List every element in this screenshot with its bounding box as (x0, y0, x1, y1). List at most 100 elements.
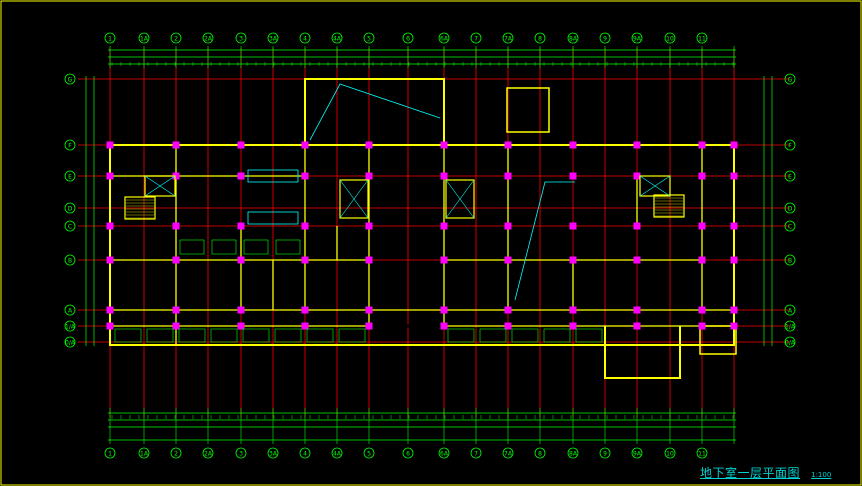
structural-column (440, 306, 448, 314)
annotation-leader-east (514, 181, 575, 301)
structural-column (106, 141, 114, 149)
structural-column (698, 256, 706, 264)
axis-bubble-right-circle (784, 73, 796, 85)
parking-bay (511, 328, 539, 343)
axis-bubble-bottom-label: 10 (666, 451, 674, 458)
structural-column (569, 141, 577, 149)
axis-bubble-right-circle (784, 220, 796, 232)
axis-bubble-top-label: 1A (140, 36, 149, 43)
structural-column (301, 222, 309, 230)
parking-bay (306, 328, 334, 343)
axis-bubble-top-circle (331, 32, 343, 44)
axis-bubble-right-circle (784, 202, 796, 214)
axis-bubble-right-circle (784, 336, 796, 348)
axis-bubble-right-label: F (788, 143, 792, 150)
parking-bay (210, 328, 238, 343)
axis-bubble-top-circle (170, 32, 182, 44)
structural-column (569, 172, 577, 180)
structural-column (106, 306, 114, 314)
axis-bubble-left-label: 0/A (65, 340, 76, 347)
axis-bubble-bottom-circle (402, 447, 414, 459)
shaft-wall (506, 87, 550, 133)
structural-column (730, 222, 738, 230)
structural-column (504, 141, 512, 149)
structural-column (730, 141, 738, 149)
axis-bubble-top-label: 8A (569, 36, 578, 43)
axis-bubble-bottom-circle (696, 447, 708, 459)
structural-column (440, 322, 448, 330)
axis-bubble-left-circle (64, 220, 76, 232)
axis-bubble-top-label: 7 (474, 36, 478, 43)
structural-column (365, 141, 373, 149)
structural-column (172, 306, 180, 314)
axis-bubble-bottom-circle (235, 447, 247, 459)
axis-bubble-right-label: G (788, 77, 793, 84)
axis-bubble-right-circle (784, 139, 796, 151)
title-block: 地下室一层平面图 1:100 (700, 462, 831, 481)
axis-bubble-right-label: E (788, 174, 792, 181)
parking-bay (575, 328, 603, 343)
axis-bubble-left-label: 1/A (65, 324, 76, 331)
axis-bubble-top-circle (402, 32, 414, 44)
structural-column (569, 222, 577, 230)
axis-bubble-left-label: G (68, 77, 73, 84)
structural-column (504, 306, 512, 314)
axis-bubble-bottom-label: 8A (569, 451, 578, 458)
annotation-leader-north (309, 83, 441, 141)
axis-bubble-bottom-label: 11 (698, 451, 706, 458)
axis-bubble-top-label: 10 (666, 36, 674, 43)
structural-column (569, 306, 577, 314)
structural-column (365, 172, 373, 180)
structural-column (698, 172, 706, 180)
axis-bubble-top-label: 11 (698, 36, 706, 43)
structural-column (698, 322, 706, 330)
axis-bubble-top-label: 5 (367, 36, 371, 43)
structural-column (633, 141, 641, 149)
elevator-cross (445, 179, 475, 219)
axis-bubble-left-label: C (68, 224, 72, 231)
axis-bubble-top-circle (299, 32, 311, 44)
axis-bubble-left-label: F (68, 143, 72, 150)
axis-bubble-left-circle (64, 254, 76, 266)
structural-column (301, 306, 309, 314)
axis-bubble-bottom-label: 3A (269, 451, 278, 458)
elevator-west (144, 175, 176, 197)
axis-bubble-top-circle (235, 32, 247, 44)
axis-bubble-bottom-label: 7A (504, 451, 513, 458)
structural-column (440, 256, 448, 264)
axis-bubble-bottom-circle (534, 447, 546, 459)
room-detail (211, 239, 237, 255)
axis-bubble-top-label: 7A (504, 36, 513, 43)
structural-column (172, 222, 180, 230)
axis-bubble-top-circle (567, 32, 579, 44)
parking-bay (543, 328, 571, 343)
drawing-scale: 1:100 (811, 471, 832, 479)
structural-column (172, 141, 180, 149)
elevator-cross (144, 175, 176, 197)
parking-bay (146, 328, 174, 343)
parking-bay (338, 328, 366, 343)
axis-bubble-bottom-label: 2A (204, 451, 213, 458)
axis-bubble-top-circle (534, 32, 546, 44)
structural-column (237, 256, 245, 264)
structural-column (237, 141, 245, 149)
axis-bubble-left-label: E (68, 174, 72, 181)
axis-bubble-bottom-label: 3 (239, 451, 243, 458)
axis-bubble-left-circle (64, 139, 76, 151)
axis-bubble-right-circle (784, 304, 796, 316)
axis-bubble-bottom-label: 1 (108, 451, 112, 458)
axis-bubble-right-label: 1/A (785, 324, 796, 331)
axis-bubble-top-circle (664, 32, 676, 44)
structural-column (504, 322, 512, 330)
axis-bubble-left-circle (64, 304, 76, 316)
structural-column (730, 256, 738, 264)
axis-bubble-left-label: A (68, 308, 73, 315)
axis-bubble-bottom-circle (664, 447, 676, 459)
axis-bubble-top-circle (470, 32, 482, 44)
structural-column (633, 322, 641, 330)
axis-bubble-left-circle (64, 320, 76, 332)
axis-bubble-bottom-label: 5 (367, 451, 371, 458)
structural-column (106, 172, 114, 180)
outer-wall (109, 144, 735, 346)
